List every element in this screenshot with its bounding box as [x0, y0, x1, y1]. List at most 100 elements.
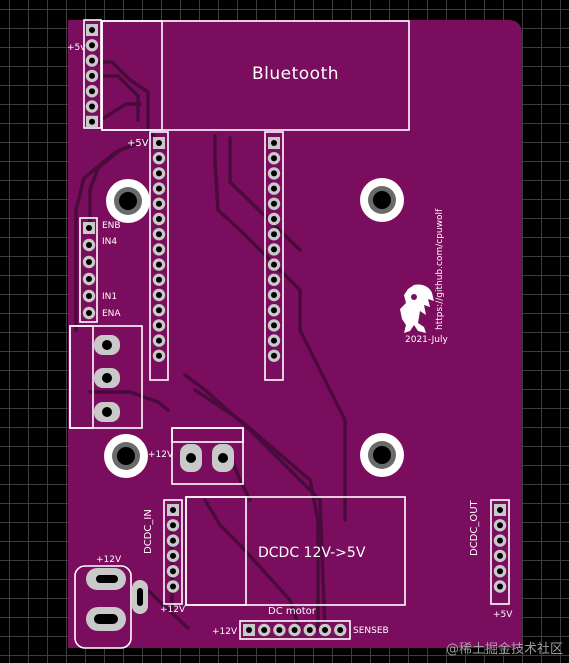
dcdc-out-header: [490, 499, 510, 605]
nano-right-pin: [267, 258, 281, 271]
dcdc-in-pin: [166, 565, 180, 578]
nano-right-pin: [267, 334, 281, 347]
dc-motor-pin: [258, 623, 271, 637]
nano-right-pin: [267, 243, 281, 256]
nano-left-pin: [152, 182, 166, 195]
dcdc-out-pin: [493, 519, 507, 532]
nano-right-pin: [268, 137, 280, 149]
left-header-pin: [86, 115, 98, 128]
dcdc-out-pin: [494, 504, 506, 516]
dcdc-in-header: [163, 499, 183, 605]
nano-left-pin: [152, 319, 166, 332]
mounting-hole-1: [106, 179, 150, 223]
terminal-pads: [94, 335, 234, 472]
dc-motor-pin: [334, 623, 347, 637]
nano-right-pin: [267, 273, 281, 286]
power-terminal-pad-1: [180, 444, 202, 472]
nano-right-pin: [267, 319, 281, 332]
senseb-label: SENSEB: [353, 626, 389, 636]
nano-left-pin: [152, 334, 166, 347]
dcdc-out-pin: [493, 565, 507, 578]
github-label: https://github.com/cpuwolf: [435, 208, 445, 330]
wolf-logo: [400, 284, 434, 333]
left-header-pin: [85, 100, 99, 113]
dc-motor-pin: [243, 624, 255, 636]
enb-label: ENB: [102, 221, 121, 231]
left-header-pin: [85, 54, 99, 67]
dc-motor-pin: [288, 623, 301, 637]
plus12v-dcdc-label: +12V: [160, 605, 186, 615]
nano-left-pin: [152, 258, 166, 271]
nano-left-pin: [152, 228, 166, 241]
bluetooth-inner-outline: [101, 20, 163, 131]
plus5v-top-label: +5v: [67, 43, 86, 53]
nano-left-pin: [153, 137, 165, 149]
dcdc-in-pin: [166, 534, 180, 547]
nano-left-pin: [152, 243, 166, 256]
dcdc-in-pin: [167, 504, 179, 516]
watermark: @稀土掘金技术社区: [445, 642, 563, 657]
dcdc-in-pin: [166, 549, 180, 563]
jack-outline: [74, 565, 132, 649]
enable-header-pin: [82, 272, 96, 286]
plus5v-out-label: +5V: [493, 610, 513, 620]
nano-right-pin: [267, 167, 281, 180]
dcdc-module-label: DCDC 12V->5V: [258, 545, 366, 561]
enable-header-pin: [82, 306, 96, 320]
enable-header-outline: [79, 217, 98, 323]
mounting-holes: [104, 178, 404, 478]
nano-right-pin: [267, 349, 281, 362]
enable-header-pin: [82, 255, 96, 269]
dc-motor-pin: [318, 623, 332, 637]
date-label: 2021-July: [405, 335, 448, 345]
bluetooth-label: Bluetooth: [252, 64, 340, 84]
plus12v-bottom-label: +12V: [212, 627, 238, 637]
mounting-hole-4: [360, 433, 404, 477]
board-outline: [68, 20, 522, 648]
dcdc-module-divider: [185, 496, 247, 606]
nano-left-pin: [152, 349, 166, 362]
power-terminal-inner: [171, 427, 244, 443]
enable-header-pin: [82, 289, 96, 303]
plus5v-header-label: +5V: [127, 138, 149, 149]
enable-header-pin: [83, 222, 95, 234]
nano-right-pin: [267, 197, 281, 210]
nano-right-pin: [267, 288, 281, 302]
nano-right-pin: [267, 152, 281, 165]
dcdc-out-label: DCDC_OUT: [469, 500, 480, 556]
plus12v-mid-label: +12V: [148, 450, 174, 460]
left-header-pin: [85, 39, 99, 52]
nano-left-pin: [152, 197, 166, 210]
dcdc-in-pin: [166, 580, 180, 593]
plus12v-jack-label: +12V: [96, 555, 122, 565]
dcdc-out-pin: [493, 549, 507, 563]
nano-right-pin: [267, 304, 281, 317]
dcdc-out-pin: [493, 534, 507, 547]
nano-left-pin: [152, 167, 166, 180]
barrel-jack: [86, 568, 148, 631]
motor-terminal-inner: [69, 325, 94, 429]
nano-left-pin: [152, 273, 166, 286]
dcdc-out-pin: [493, 580, 507, 593]
enable-header-pin: [82, 238, 96, 252]
nano-left-pin: [152, 152, 166, 165]
motor-terminal-pad-2: [94, 368, 120, 388]
left-header-outline: [83, 19, 102, 129]
in4-label: IN4: [102, 237, 118, 247]
motor-terminal-pad-3: [94, 402, 120, 422]
dc-motor-pin: [303, 623, 316, 637]
in1-label: IN1: [102, 292, 118, 302]
nano-right-pin: [267, 228, 281, 241]
left-header-pin: [86, 24, 98, 36]
mounting-hole-2: [360, 178, 404, 222]
ena-label: ENA: [102, 309, 121, 319]
nano-right-pin: [267, 182, 281, 195]
power-terminal-pad-2: [212, 444, 234, 472]
nano-right-pin: [267, 212, 281, 226]
nano-left-pin: [152, 288, 166, 302]
nano-header-left: [149, 131, 169, 381]
motor-terminal-pad-1: [94, 335, 120, 355]
nano-left-pin: [152, 304, 166, 317]
dcdc-in-label: DCDC_IN: [143, 509, 154, 554]
